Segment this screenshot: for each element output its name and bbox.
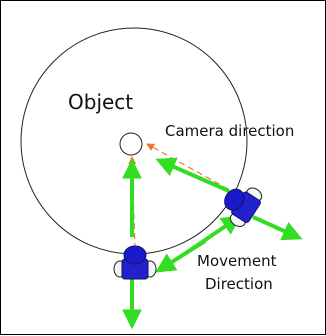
movement-arrow-downright xyxy=(252,215,303,241)
camera-ray-right xyxy=(146,143,238,195)
movement-arrow-upleft xyxy=(155,157,230,193)
robot-right-camera xyxy=(224,188,245,211)
movement-label-line1: Movement xyxy=(197,252,277,270)
object-label: Object xyxy=(68,90,133,114)
movement-arrow-tangent-downleft xyxy=(155,239,207,273)
robot-bottom-camera xyxy=(123,245,147,265)
robot-right xyxy=(224,187,263,228)
object-center-circle xyxy=(119,132,143,156)
camera-direction-label: Camera direction xyxy=(165,122,294,140)
camera-ray-bottom xyxy=(128,156,137,250)
movement-label-line2: Direction xyxy=(205,275,273,293)
robot-bottom xyxy=(113,245,157,280)
